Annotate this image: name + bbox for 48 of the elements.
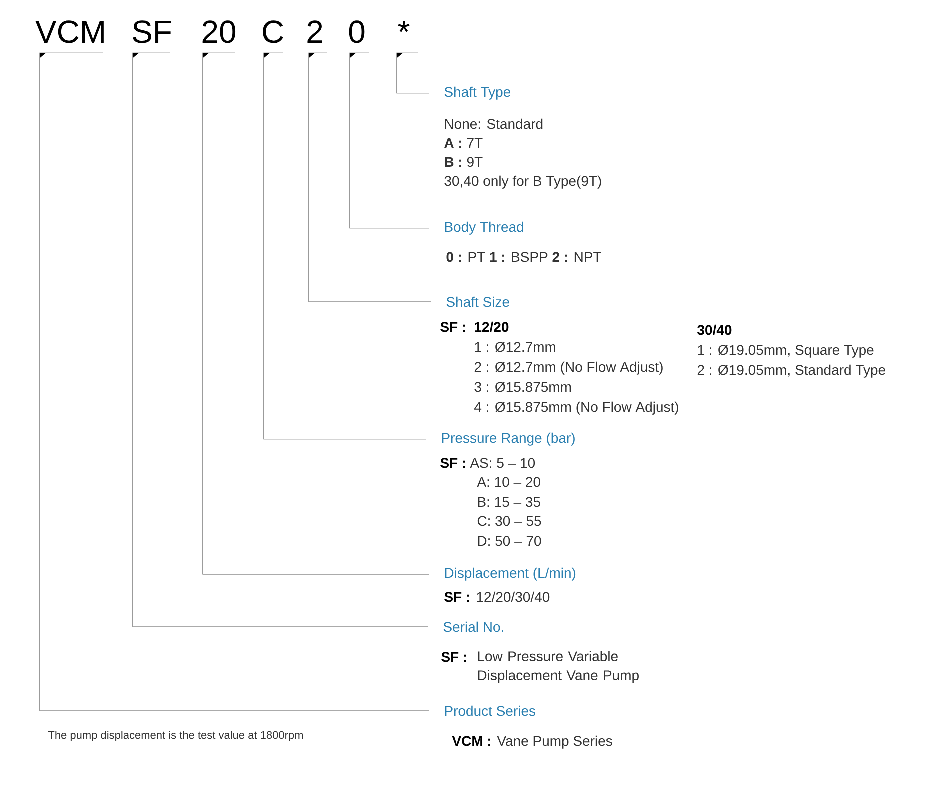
leader-line: [264, 52, 426, 440]
leader-line: [308, 52, 432, 302]
section-heading: Serial No.: [444, 622, 504, 632]
leader-line: [132, 52, 428, 628]
option-text: 1 : Ø19.05mm, Square Type: [698, 344, 874, 358]
option-text: SF :: [444, 592, 470, 602]
option-text: None: Standard: [445, 118, 543, 130]
option-text: 12/20: [475, 322, 509, 332]
code-letter: 0: [349, 20, 365, 44]
option-text: 4 : Ø15.875mm (No Flow Adjust): [474, 402, 678, 415]
leader-line: [350, 52, 430, 229]
option-text: SF :: [440, 322, 466, 332]
option-text: Low Pressure Variable Displacement Vane Pump: [478, 651, 639, 684]
option-text: A : 7T: [444, 138, 483, 148]
option-text: 0 : PT 1 : BSPP 2 : NPT: [446, 252, 602, 262]
section-heading: Body Thread: [445, 222, 524, 235]
code-letter: VCM: [36, 20, 104, 44]
leader-line: [202, 52, 430, 575]
code-letter: *: [398, 21, 410, 32]
code-letter: SF: [133, 20, 172, 44]
option-text: 2 : Ø12.7mm (No Flow Adjust): [474, 362, 663, 375]
section-heading: Shaft Size: [446, 296, 510, 308]
footnote: The pump displacement is the test value at 1800rpm: [48, 731, 304, 742]
option-text: SF :: [440, 458, 466, 468]
option-text: 1 : Ø12.7mm: [475, 342, 556, 352]
section-heading: Shaft Type: [444, 86, 511, 100]
option-text: VCM :: [452, 736, 490, 746]
option-text: 2 : Ø19.05mm, Standard Type: [698, 364, 886, 378]
option-text: D: 50 – 70: [478, 536, 542, 546]
code-letter: 20: [202, 20, 236, 44]
option-text: 3 : Ø15.875mm: [474, 382, 572, 392]
option-text: A: 10 – 20: [477, 477, 540, 488]
option-text: 12/20/30/40: [477, 592, 550, 602]
option-text: Vane Pump Series: [497, 736, 612, 749]
code-letter: 2: [308, 20, 322, 43]
option-text: SF :: [442, 652, 466, 662]
leader-line: [396, 52, 430, 94]
section-heading: Displacement (L/min): [445, 568, 576, 581]
option-text: B : 9T: [445, 157, 483, 168]
leader-line: [40, 52, 430, 712]
section-heading: Product Series: [445, 706, 536, 716]
option-text: 30,40 only for B Type(9T): [444, 176, 602, 189]
option-text: B: 15 – 35: [478, 497, 540, 508]
code-letter: C: [263, 20, 284, 44]
option-text: C: 30 – 55: [478, 516, 542, 526]
section-heading: Pressure Range (bar): [442, 432, 575, 446]
option-text: AS: 5 – 10: [470, 458, 536, 468]
option-text: 30/40: [698, 324, 732, 336]
